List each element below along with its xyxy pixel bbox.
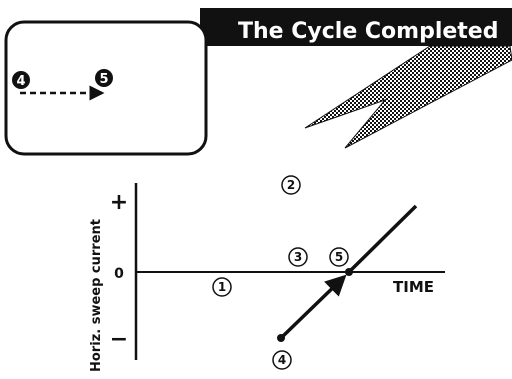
inset-marker-4: 4 xyxy=(12,71,30,89)
point-5-dot xyxy=(345,268,353,276)
sweep-line-upper xyxy=(349,206,416,272)
y-axis-label: Horiz. sweep current xyxy=(89,219,104,372)
inset-label-4: 4 xyxy=(16,74,25,89)
marker-2-label: 2 xyxy=(287,178,295,192)
inset-label-5: 5 xyxy=(99,72,108,87)
marker-1-label: 1 xyxy=(218,280,226,294)
marker-4: 4 xyxy=(273,351,291,369)
x-axis-label: TIME xyxy=(393,278,434,296)
point-4-dot xyxy=(277,334,285,342)
screen-inset xyxy=(6,22,206,154)
inset-marker-5: 5 xyxy=(95,69,113,87)
sweep-line-lower xyxy=(281,277,344,338)
marker-4-label: 4 xyxy=(278,353,286,367)
lightning-bolt-icon xyxy=(305,46,512,148)
y-tick-zero: 0 xyxy=(114,266,124,282)
marker-3: 3 xyxy=(289,248,307,266)
marker-5: 5 xyxy=(330,248,348,266)
marker-3-label: 3 xyxy=(294,250,302,264)
marker-1: 1 xyxy=(213,278,231,296)
y-tick-minus: − xyxy=(110,327,128,352)
banner-title: The Cycle Completed xyxy=(238,19,498,44)
marker-5-label: 5 xyxy=(335,250,343,264)
marker-2: 2 xyxy=(282,176,300,194)
y-tick-plus: + xyxy=(110,190,128,215)
